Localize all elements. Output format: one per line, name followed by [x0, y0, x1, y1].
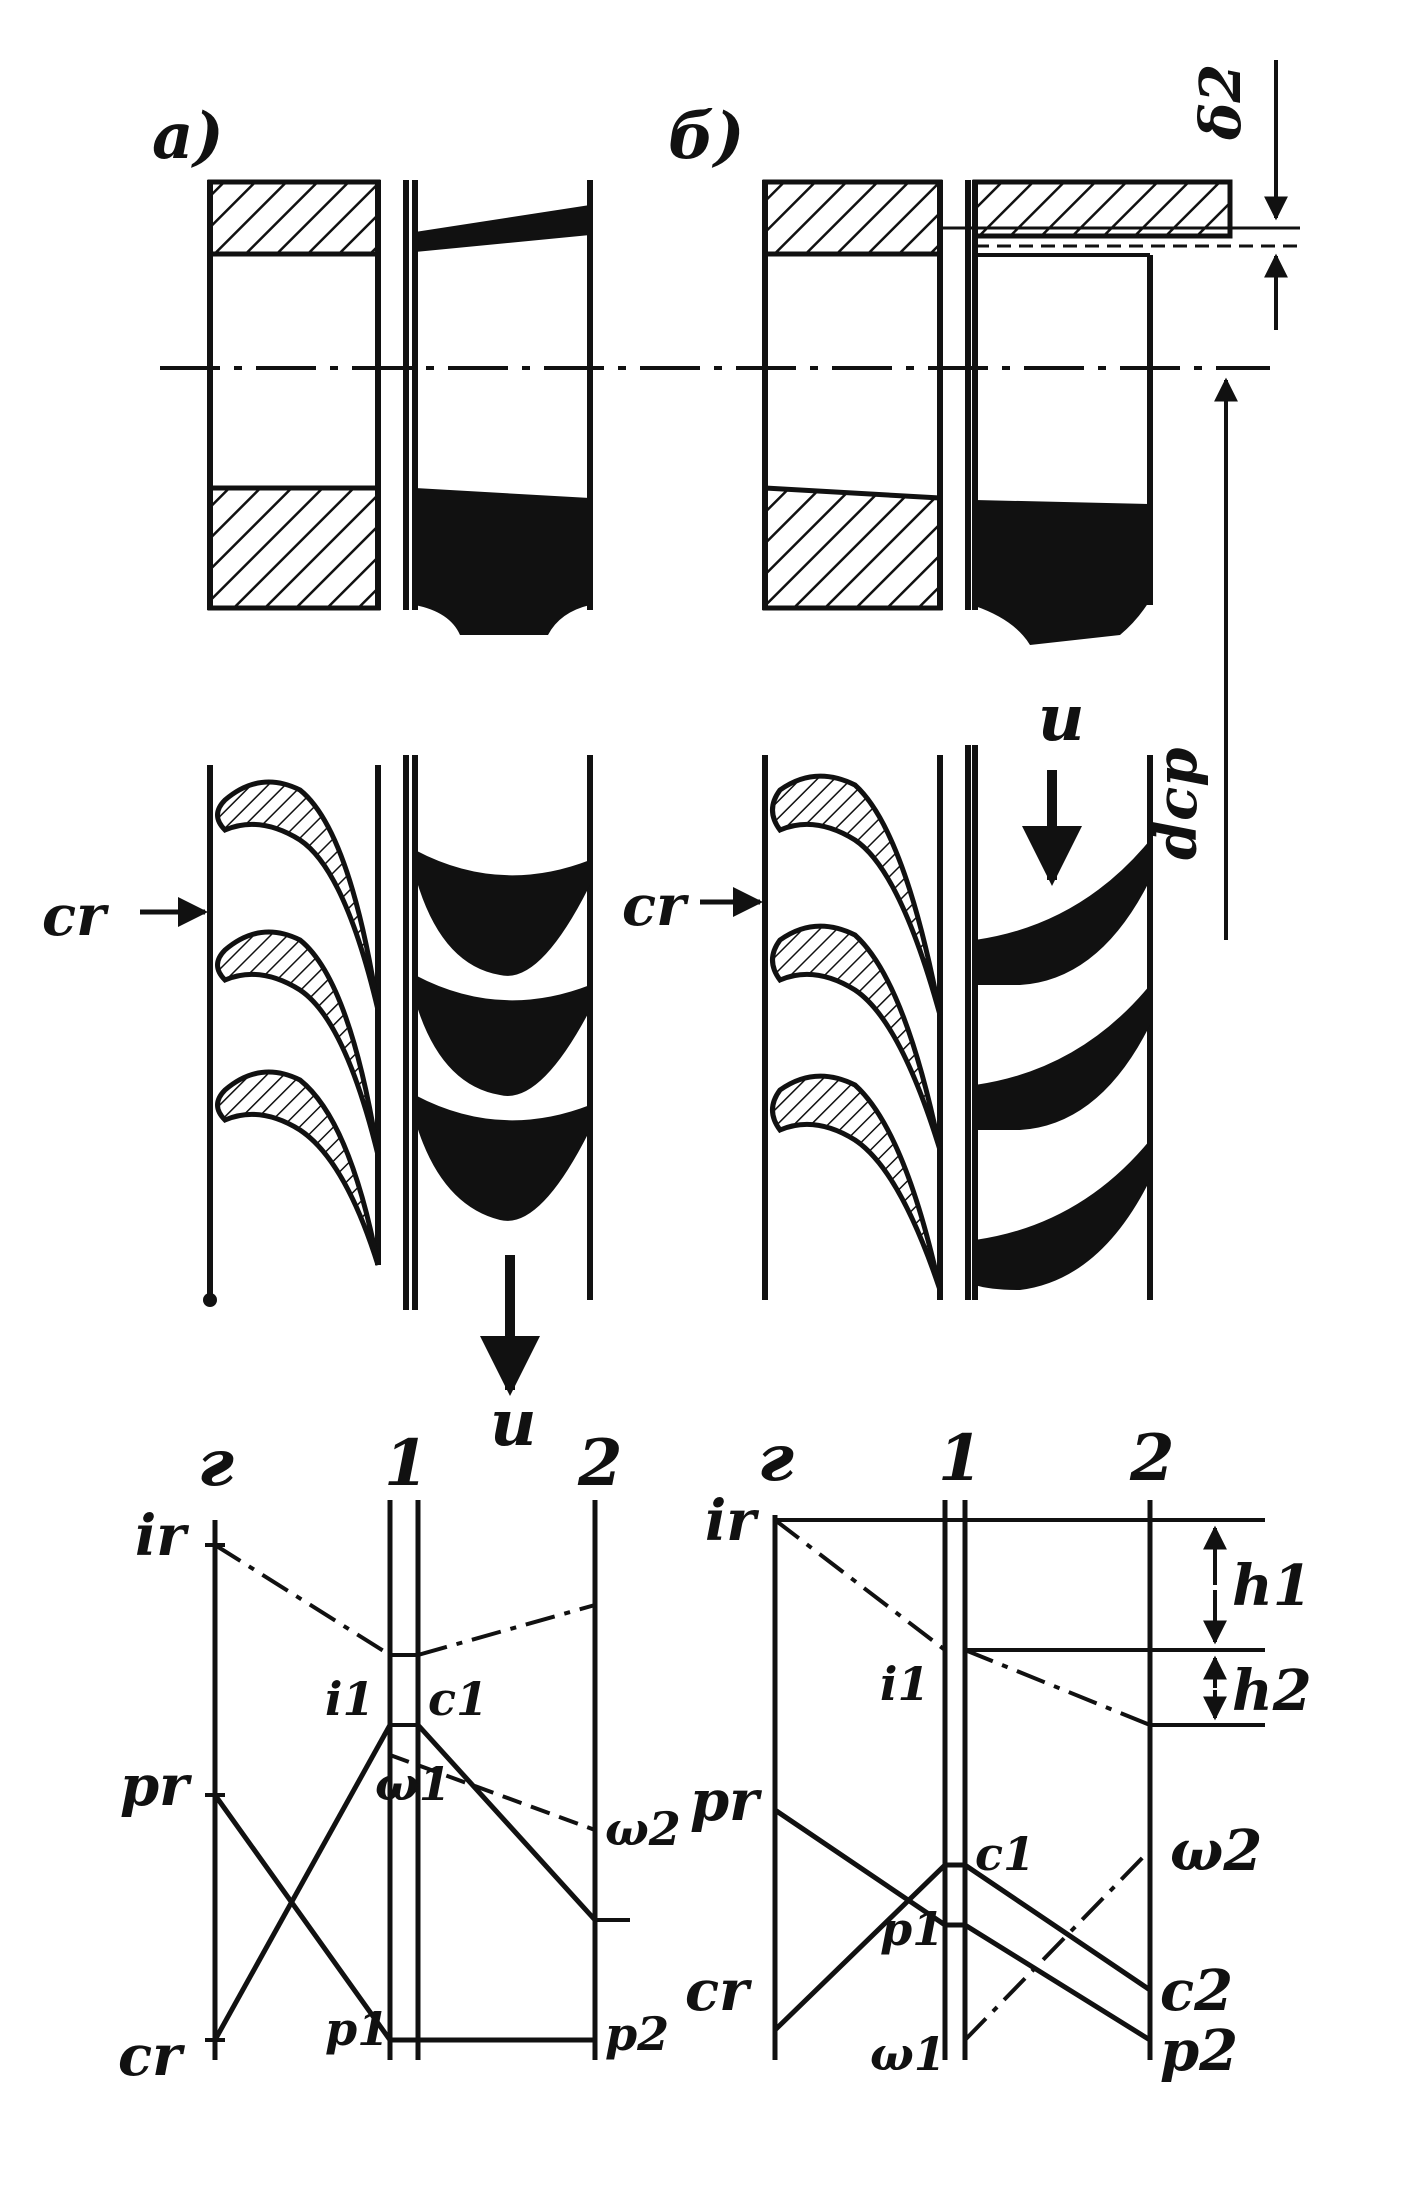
diagram-b-h2: h2	[1232, 1658, 1312, 1724]
diagram-b-p2: p2	[1160, 2018, 1238, 2084]
diagram-b-section-1: 1	[938, 1421, 983, 1496]
diagram-b-section-2: 2	[1129, 1421, 1175, 1496]
diagram-a-cr: cr	[118, 2023, 185, 2089]
diagram-a-section-2: 2	[577, 1426, 623, 1501]
cr-arrow-b: cr	[622, 873, 763, 939]
panel-a-rotor-section	[412, 180, 593, 635]
rotor-blade-disk-a	[415, 488, 590, 635]
diagram-b-i1: i1	[880, 1657, 929, 1711]
nozzle-blade-b-3	[770, 1073, 943, 1291]
nozzle-bottom-hub-b	[762, 485, 943, 611]
cr-right-label: cr	[622, 873, 689, 939]
delta2-dimension: δ2	[940, 60, 1300, 330]
diagram-b-pr: pr	[690, 1768, 762, 1834]
diagram-a-w1: ω1	[375, 1757, 451, 1811]
diagram-b-w2: ω2	[1170, 1818, 1262, 1884]
nozzle-blade-a-3	[215, 1069, 381, 1266]
rotor-blade-b-3	[975, 1140, 1150, 1290]
rotor-blade-b-2	[975, 985, 1150, 1130]
panel-a-cascade	[203, 755, 593, 1310]
diagram-a-section-1: 1	[384, 1426, 429, 1501]
diagram-b-h1: h1	[1232, 1553, 1312, 1619]
rotor-blade-a-2	[415, 975, 590, 1096]
diagram-b-c1: c1	[975, 1827, 1035, 1881]
rotor-blade-disk-b	[975, 500, 1150, 645]
diagram-a-p1: p1	[325, 2002, 389, 2056]
rotor-blade-a-3	[415, 1095, 590, 1221]
u-arrow-a: u	[480, 1255, 540, 1461]
param-diagram-b: г 1 2 ir i1 h1 h2 pr c1 c2 ω2 p1 p2	[685, 1421, 1312, 2084]
diagram-a-pr: pr	[120, 1753, 192, 1819]
u-left-label: u	[490, 1386, 537, 1461]
diagram-a-section-r: г	[198, 1426, 234, 1501]
cr-left-label: cr	[42, 883, 109, 949]
u-arrow-b: u	[1022, 681, 1085, 886]
panel-b-nozzle-section	[762, 179, 971, 611]
panel-a-nozzle-section	[207, 179, 409, 611]
nozzle-blade-b-1	[770, 773, 943, 1016]
diagram-b-section-r: г	[758, 1421, 794, 1496]
diagram-b-ir: ir	[705, 1488, 759, 1554]
nozzle-blade-a-2	[215, 929, 381, 1156]
nozzle-top-shroud-b	[762, 179, 943, 257]
diagram-b-w1: ω1	[870, 2027, 946, 2081]
nozzle-top-shroud-a	[207, 179, 381, 257]
panel-a-label: a)	[152, 99, 224, 174]
nozzle-bottom-hub-a	[207, 485, 381, 611]
diagram-b-p1: p1	[880, 1902, 944, 1956]
nozzle-blade-b-2	[770, 923, 943, 1151]
dcp-label: dcp	[1144, 748, 1210, 860]
diagram-a-p2: p2	[605, 2007, 669, 2061]
panel-b-rotor-section	[972, 179, 1233, 645]
nozzle-blade-a-1	[215, 779, 381, 1011]
cr-arrow-a: cr	[42, 883, 208, 949]
rotor-blade-a-1	[415, 850, 590, 976]
u-right-label: u	[1038, 681, 1085, 756]
diagram-a-w2: ω2	[605, 1802, 681, 1856]
diagram-b-c2: c2	[1160, 1958, 1233, 2024]
dcp-dimension: dcp	[1144, 377, 1238, 940]
param-diagram-a: г 1 2 ir i1 c1 ω1 ω2 pr p1 p2 cr	[118, 1426, 681, 2089]
diagram-a-i1: i1	[325, 1672, 374, 1726]
panel-b-cascade	[762, 745, 1153, 1300]
diagram-a-ir: ir	[135, 1503, 189, 1569]
delta2-label: δ2	[1188, 64, 1254, 141]
diagram-a-c1: c1	[428, 1672, 488, 1726]
diagram-b-cr: cr	[685, 1958, 752, 2024]
rotor-blade-b-1	[975, 840, 1150, 985]
rotor-top-shroud-a	[415, 205, 590, 252]
panel-b-label: б)	[668, 99, 745, 174]
